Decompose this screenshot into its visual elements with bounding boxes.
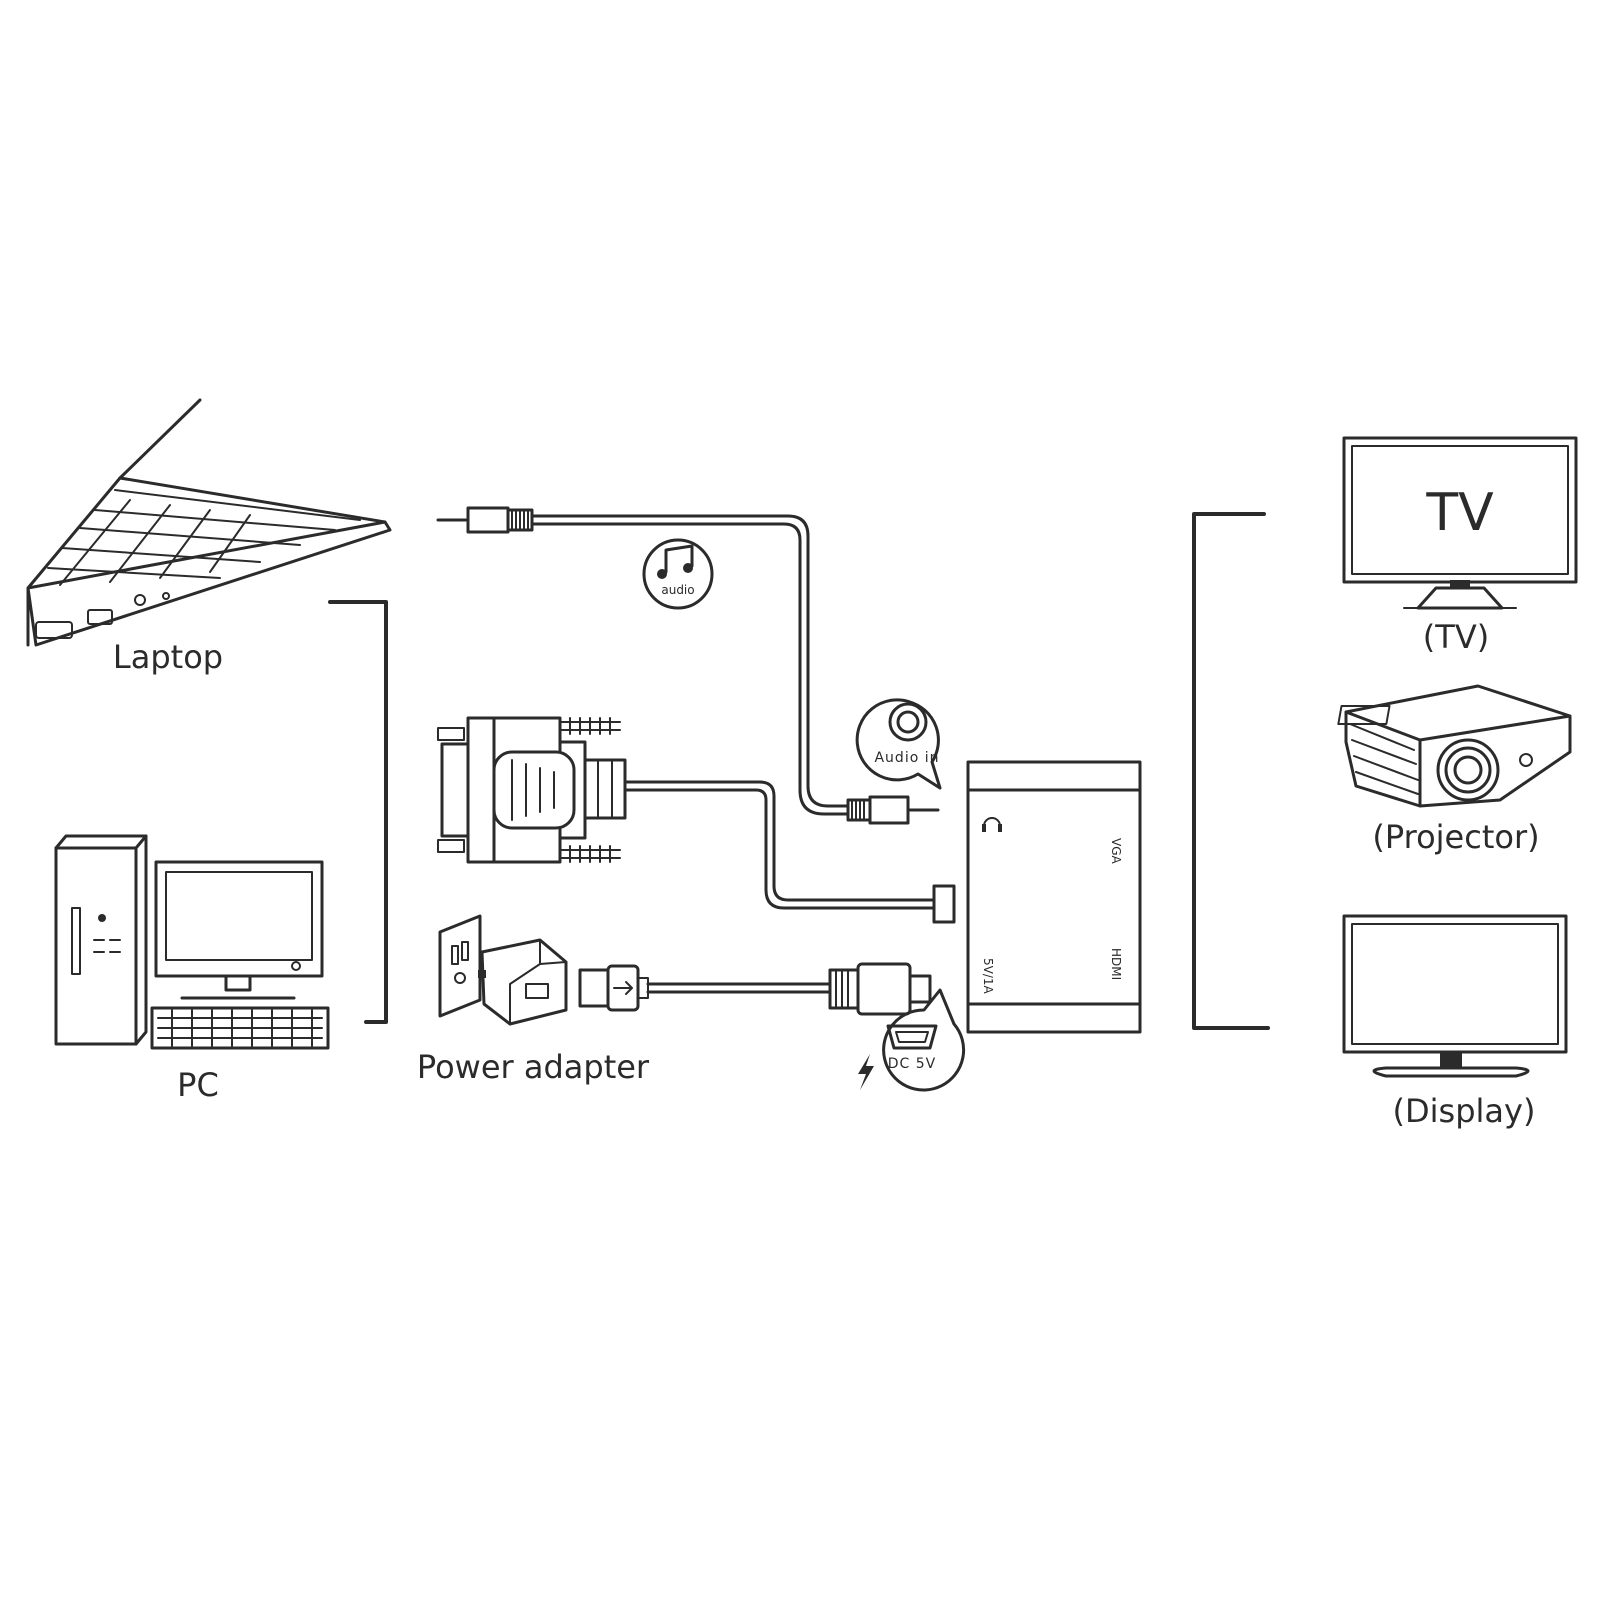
laptop-label: Laptop xyxy=(113,638,223,676)
usb-port-icon xyxy=(87,609,113,625)
pc-illustration xyxy=(54,834,330,1050)
dc-badge: DC 5V xyxy=(882,988,966,1092)
usb-icon xyxy=(613,981,633,995)
tv-illustration xyxy=(1342,436,1578,610)
vga-connector xyxy=(437,716,627,864)
svg-text:DC 5V: DC 5V xyxy=(888,1056,937,1072)
svg-text:Audio in: Audio in xyxy=(874,750,939,766)
audio-badge: audio xyxy=(642,538,714,610)
audio-in-badge: Audio in xyxy=(855,698,942,790)
adapter-box: VGA HDMI 5V/1A xyxy=(966,760,1142,1034)
hdmi-port-icon xyxy=(886,1024,938,1050)
audio-jack-icon xyxy=(888,702,928,742)
projector-illustration xyxy=(1337,684,1572,808)
pc-label: PC xyxy=(177,1066,219,1104)
usb-cable xyxy=(578,962,932,1016)
laptop-illustration xyxy=(26,398,392,647)
svg-text:audio: audio xyxy=(661,583,694,597)
port-power-label: 5V/1A xyxy=(981,958,995,995)
lightning-icon xyxy=(858,1054,874,1090)
music-note-icon xyxy=(657,544,694,579)
display-illustration xyxy=(1342,914,1568,1078)
port-vga-label: VGA xyxy=(1109,838,1123,865)
power-adapter-illustration xyxy=(438,914,568,1026)
laptop-port-icon xyxy=(35,621,73,639)
port-hdmi-label: HDMI xyxy=(1109,948,1123,980)
tv-label: (TV) xyxy=(1423,618,1489,656)
projector-label: (Projector) xyxy=(1372,818,1539,856)
power-adapter-label: Power adapter xyxy=(417,1048,650,1086)
headphone-icon xyxy=(982,817,1002,832)
tv-screen-text: TV xyxy=(1425,483,1494,543)
display-label: (Display) xyxy=(1393,1092,1536,1130)
audio-cable xyxy=(436,506,940,825)
